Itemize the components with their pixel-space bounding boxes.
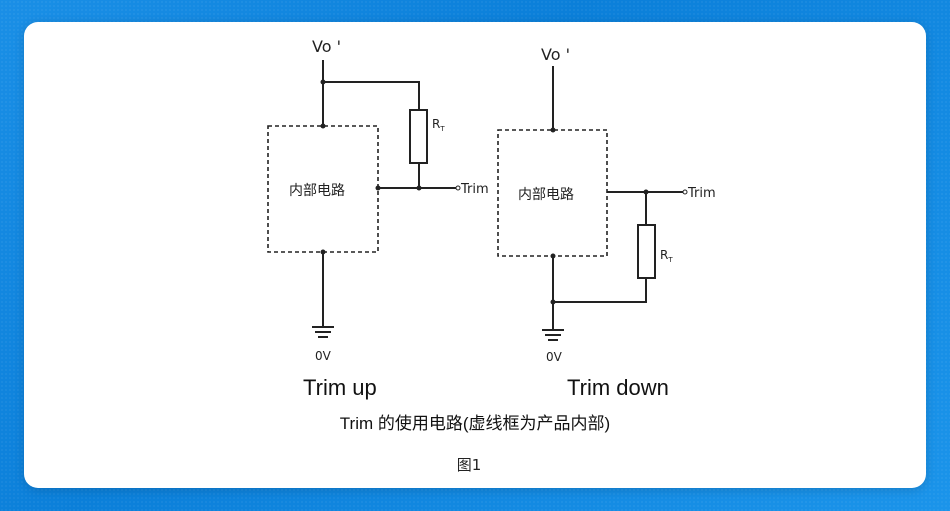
rt-bottom-wire: [553, 278, 647, 303]
vo-label: Vo ': [312, 37, 341, 56]
junction-dot: [320, 79, 326, 85]
figure-label: 图1: [457, 456, 482, 474]
box-top-dot: [550, 127, 556, 133]
box-top-dot: [320, 123, 326, 129]
diagram-caption: Trim 的使用电路(虚线框为产品内部): [340, 413, 610, 433]
trim-down-circuit: Vo ' 内部电路 Trim RT 0V Trim down: [497, 45, 716, 400]
trim-up-title: Trim up: [303, 375, 377, 400]
ground-label: 0V: [315, 349, 332, 363]
resistor-rt: [637, 224, 656, 279]
content-card: [24, 22, 926, 488]
rt-label: RT: [432, 117, 445, 133]
vo-label: Vo ': [541, 45, 570, 64]
trim-down-title: Trim down: [567, 375, 669, 400]
trim-label: Trim: [687, 186, 716, 201]
rt-label: RT: [660, 248, 673, 264]
ground-icon: [312, 326, 334, 338]
ground-icon: [542, 329, 564, 341]
trim-terminal: [682, 189, 688, 195]
trim-label: Trim: [460, 182, 489, 197]
box-bottom-dot: [320, 249, 326, 255]
trim-terminal: [455, 185, 461, 191]
trim-up-circuit: Vo ' RT 内部电路 Trim 0V Trim up: [267, 37, 489, 400]
ground-label: 0V: [546, 350, 563, 364]
internal-circuit-label: 内部电路: [518, 187, 574, 203]
rt-top-wire: [323, 81, 420, 110]
resistor-rt: [409, 109, 428, 164]
box-trim-dot: [375, 185, 381, 191]
rt-junction-dot: [416, 185, 422, 191]
ground-junction-dot: [550, 299, 556, 305]
box-bottom-dot: [550, 253, 556, 259]
internal-circuit-label: 内部电路: [289, 183, 345, 199]
